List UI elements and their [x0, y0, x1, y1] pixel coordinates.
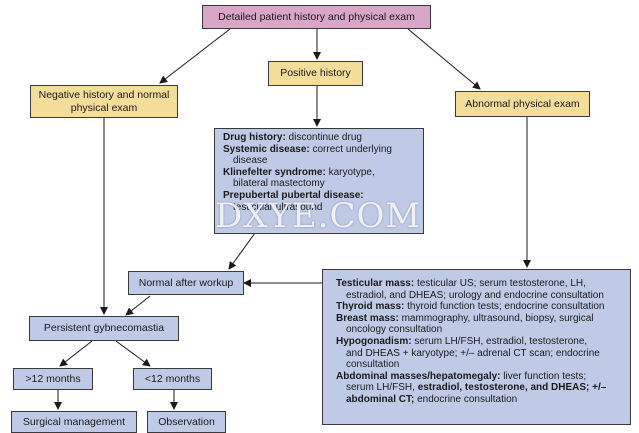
lt12-months-box: <12 months — [133, 368, 212, 390]
klinefelter-cont: bilateral mastectomy — [233, 178, 325, 190]
hypogonadism-label: Hypogonadism: — [336, 335, 412, 347]
testicular-line: Testicular mass: testicular US; serum te… — [336, 278, 625, 290]
drug-history-line: Drug history: discontinue drug — [223, 132, 418, 144]
hypogonadism-line: Hypogonadism: serum LH/FSH, estradiol, t… — [336, 336, 625, 348]
abdominal-cont2-bold: abdominal CT; — [346, 393, 415, 405]
abdominal-line: Abdominal masses/hepatomegaly: liver fun… — [336, 371, 625, 383]
arrow-persistent-to-lt12 — [115, 340, 151, 367]
klinefelter-text: karyotype, — [325, 166, 375, 178]
abdominal-cont2: abdominal CT; endocrine consultation — [336, 394, 625, 406]
observation-label: Observation — [158, 415, 215, 428]
breast-label: Breast mass: — [336, 312, 399, 324]
abdominal-cont1: serum LH/FSH, estradiol, testosterone, a… — [336, 382, 625, 394]
abdominal-cont1-bold: estradiol, testosterone, and DHEAS; +/– — [417, 382, 607, 394]
thyroid-label: Thyroid mass: — [336, 301, 405, 313]
breast-text: mammography, ultrasound, biopsy, surgica… — [398, 312, 594, 324]
testicular-label: Testicular mass: — [336, 278, 415, 289]
normal-after-workup-label: Normal after workup — [138, 276, 234, 289]
detailed-history-box: Detailed patient history and physical ex… — [202, 5, 431, 29]
watermark: DXYE.COM — [215, 196, 422, 236]
breast-cont: oncology consultation — [346, 324, 443, 336]
abdominal-cont1-plain: serum LH/FSH, — [346, 382, 418, 394]
negative-history-label-line1: Negative history and normal — [38, 89, 170, 101]
persistent-gynecomastia-box: Persistent gybnecomastia — [29, 316, 179, 341]
breast-line: Breast mass: mammography, ultrasound, bi… — [336, 313, 625, 325]
arrow-top-to-negative — [159, 28, 231, 84]
normal-after-workup-box: Normal after workup — [128, 271, 244, 295]
negative-history-box: Negative history and normal physical exa… — [30, 85, 178, 118]
arrow-top-to-abnormal — [407, 28, 481, 90]
thyroid-text: thyroid function tests; endocrine consul… — [404, 301, 605, 313]
positive-history-label: Positive history — [280, 67, 351, 80]
positive-history-details: Drug history: discontinue drug Systemic … — [214, 128, 424, 234]
abnormal-exam-details: Testicular mass: testicular US; serum te… — [322, 269, 631, 425]
klinefelter-line: Klinefelter syndrome: karyotype, — [223, 167, 418, 179]
abdominal-label: Abdominal masses/hepatomegaly: — [336, 370, 501, 382]
drug-history-text: discontinue drug — [285, 132, 362, 143]
surgical-management-box: Surgical management — [11, 411, 137, 433]
thyroid-line: Thyroid mass: thyroid function tests; en… — [336, 301, 625, 313]
lt12-months-label: <12 months — [144, 372, 201, 385]
abdominal-text: liver function tests; — [500, 370, 587, 382]
hypogonadism-cont2: consultation — [346, 359, 400, 371]
positive-history-box: Positive history — [268, 61, 363, 86]
abnormal-exam-box: Abnormal physical exam — [455, 91, 590, 117]
detailed-history-label: Detailed patient history and physical ex… — [218, 10, 415, 23]
observation-box: Observation — [147, 411, 226, 433]
persistent-gynecomastia-label: Persistent gybnecomastia — [43, 322, 165, 335]
negative-history-label-line2: physical exam — [70, 101, 138, 114]
systemic-disease-text: correct underlying — [309, 143, 392, 155]
gt12-months-label: >12 months — [25, 372, 81, 385]
abdominal-cont2-plain: endocrine consultation — [414, 393, 518, 405]
prepubertal-line: Prepubertal pubertal disease: — [223, 190, 418, 202]
drug-history-label: Drug history: — [223, 132, 286, 143]
arrow-persistent-to-gt12 — [59, 340, 93, 367]
hypogonadism-cont1: and DHEAS + karyotype; +/– adrenal CT sc… — [346, 347, 600, 359]
systemic-disease-cont: disease — [233, 155, 268, 167]
systemic-disease-line: Systemic disease: correct underlying — [223, 144, 418, 156]
prepubertal-cont: testicular ultrasound — [233, 201, 323, 213]
prepubertal-label: Prepubertal pubertal disease: — [223, 189, 364, 201]
surgical-management-label: Surgical management — [22, 415, 126, 428]
arrow-details-to-normal — [228, 232, 256, 270]
systemic-disease-label: Systemic disease: — [223, 143, 310, 155]
hypogonadism-text: serum LH/FSH, estradiol, testosterone, — [411, 335, 588, 347]
arrow-normal-to-persistent — [125, 295, 151, 316]
abnormal-exam-label: Abnormal physical exam — [465, 97, 580, 110]
testicular-cont: estradiol, and DHEAS; urology and endocr… — [346, 289, 604, 301]
gt12-months-box: >12 months — [13, 368, 93, 390]
klinefelter-label: Klinefelter syndrome: — [223, 166, 326, 178]
testicular-text: testicular US; serum testosterone, LH, — [414, 278, 586, 289]
